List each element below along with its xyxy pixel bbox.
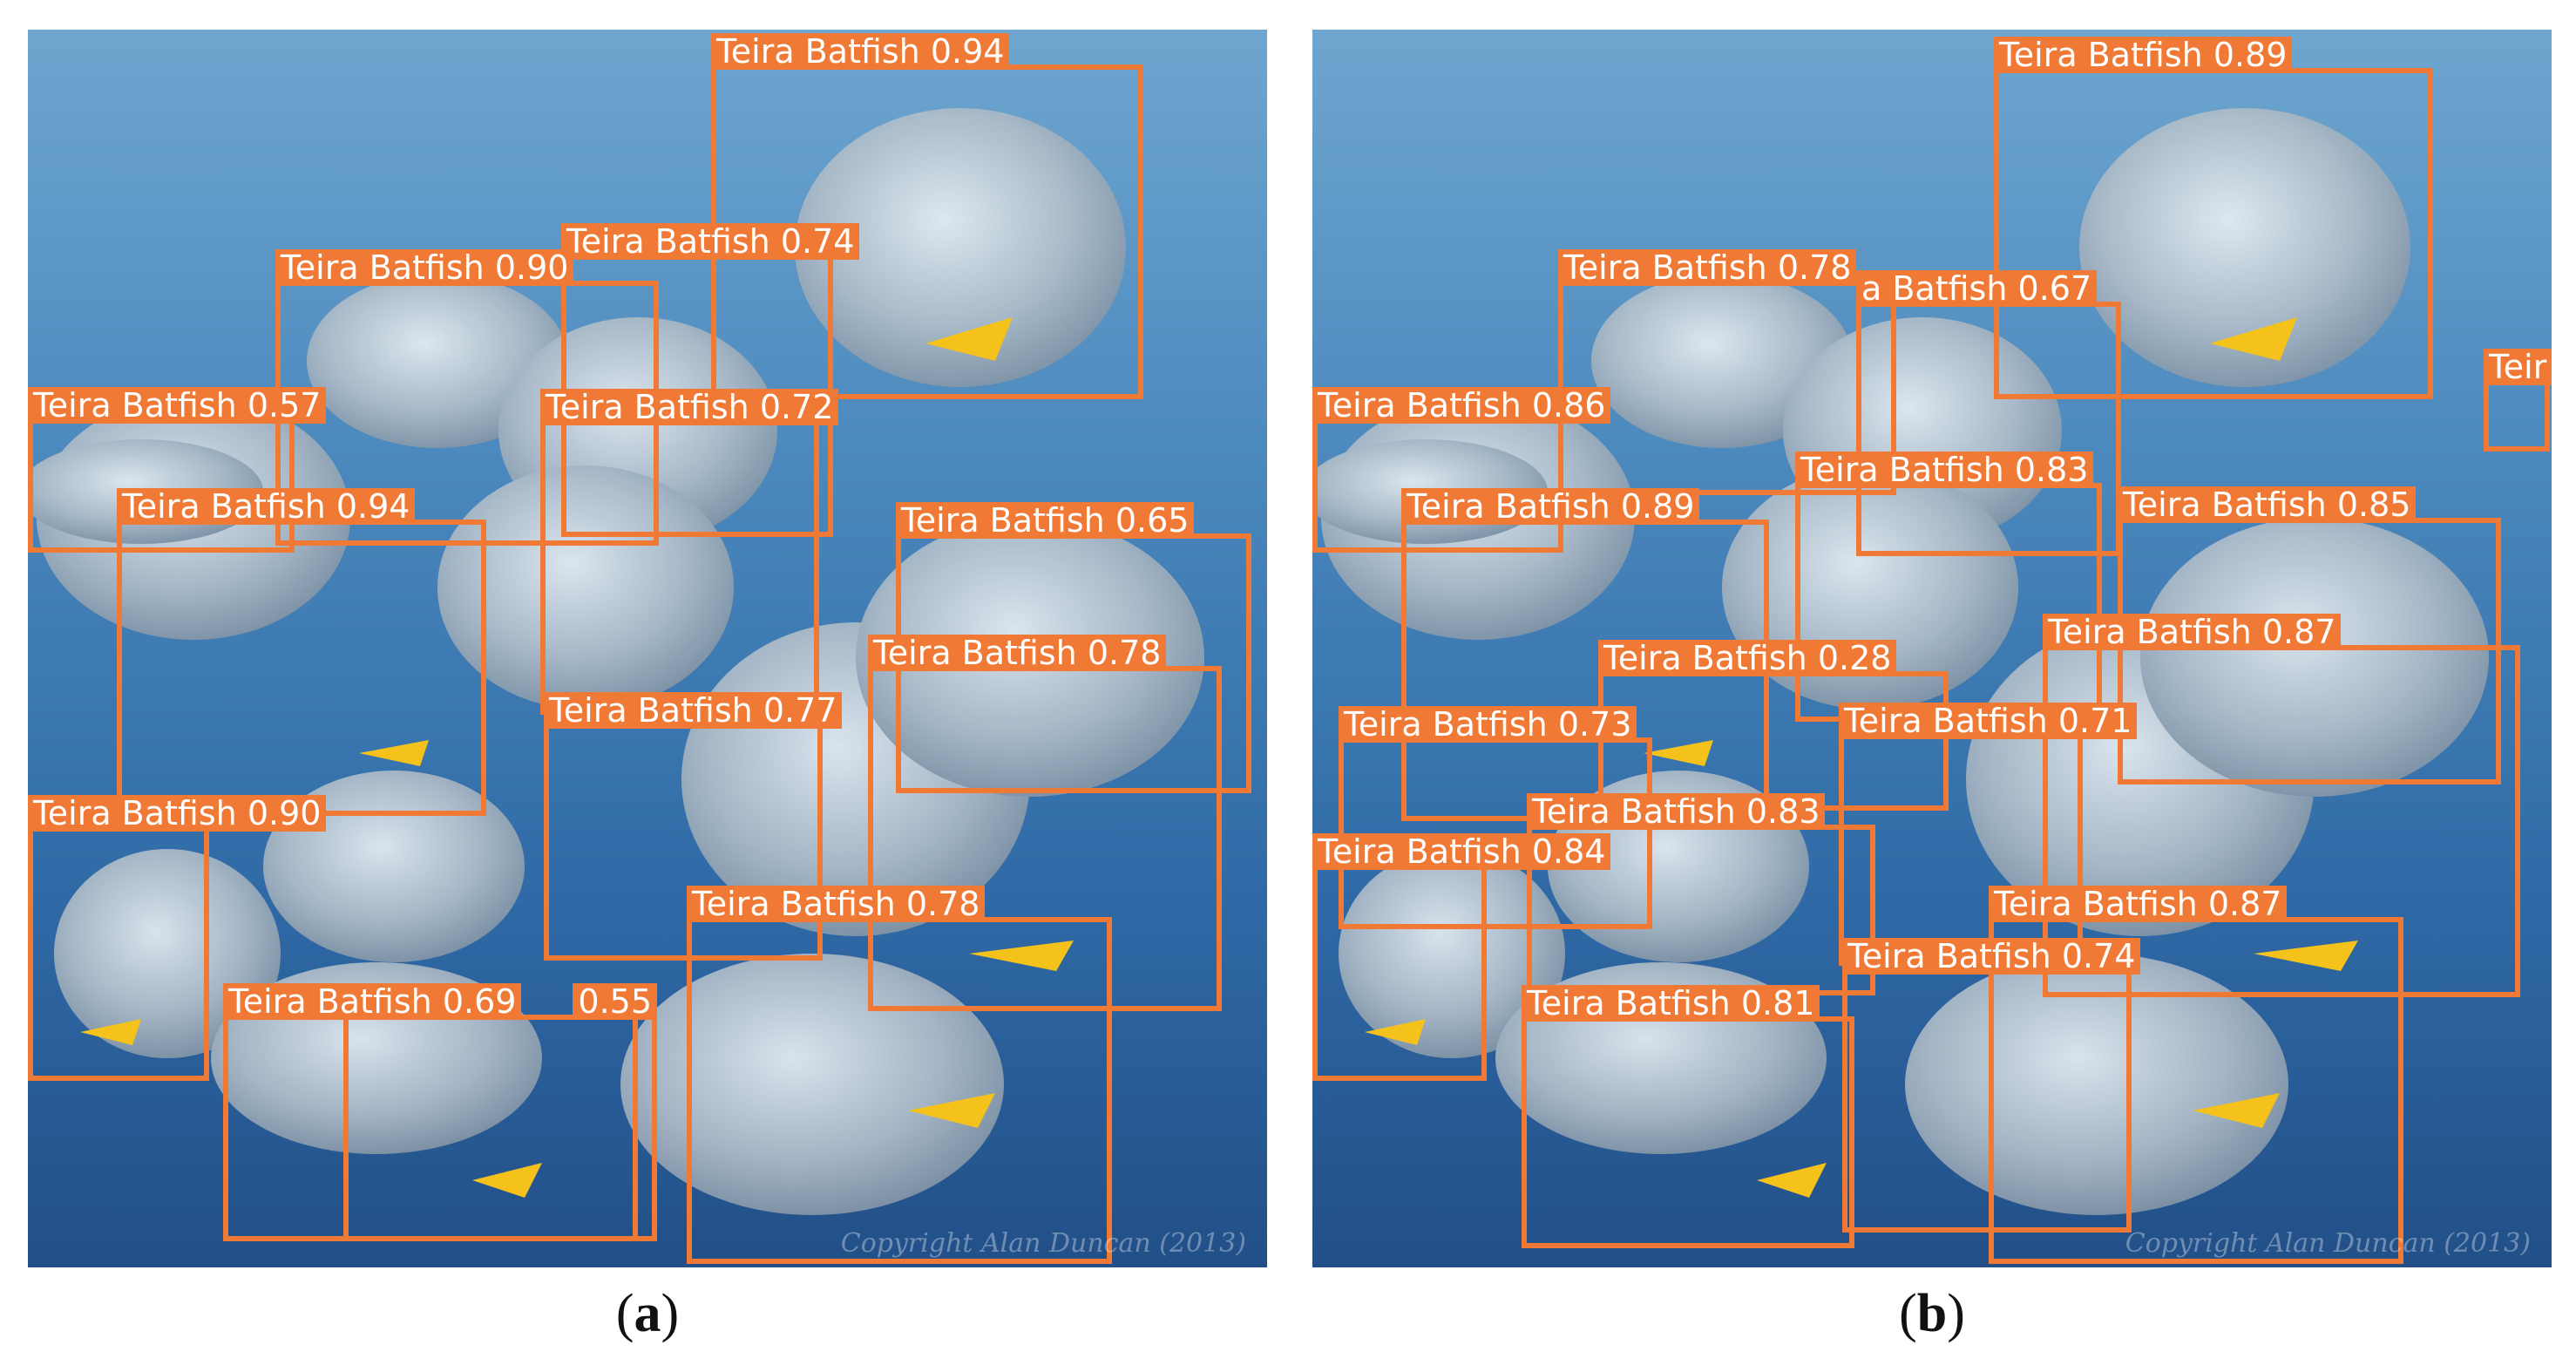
detection-label: Teira Batfish 0.78	[1558, 249, 1857, 286]
detection-box: Teira Batfish 0.74	[561, 223, 860, 537]
detection-label: Teira Batfish 0.74	[561, 223, 860, 260]
detection-box: Teira Batfish 0.86	[1312, 387, 1611, 553]
detection-label: Teira Batfish 0.78	[868, 635, 1167, 671]
detection-box: Teira Batfish 0.74	[1842, 938, 2141, 1233]
caption-letter: a	[634, 1284, 661, 1343]
detection-label: Teira Batfish 0.94	[711, 33, 1010, 70]
detection-box: Teira Batfish 0.90	[28, 795, 327, 1081]
detection-label: Teira Batfish 0.83	[1795, 452, 2094, 488]
detection-label: Teira Batfish 0.84	[1312, 833, 1611, 870]
detection-label: Teira Batfish 0.69	[223, 983, 522, 1020]
detection-box: Teir	[2484, 349, 2552, 452]
detection-label: Teira Batfish 0.87	[1989, 886, 2288, 922]
detection-label: Teira Batfish 0.90	[275, 249, 574, 286]
detection-label: Teira Batfish 0.78	[687, 886, 986, 922]
detection-label: Teira Batfish 0.57	[28, 387, 327, 424]
detection-box: Teira Batfish 0.71	[1839, 703, 2138, 966]
detection-label: 0.55	[573, 983, 657, 1020]
detection-label: Teira Batfish 0.85	[2118, 486, 2417, 523]
detection-box: Teira Batfish 0.78	[868, 635, 1222, 1011]
caption-letter: b	[1916, 1284, 1948, 1343]
detection-box: Teira Batfish 0.94	[117, 488, 486, 816]
detection-box: 0.55	[343, 983, 657, 1241]
detection-box: Teira Batfish 0.65	[896, 502, 1251, 793]
detection-label: Teira Batfish 0.71	[1839, 703, 2138, 739]
detection-label: Teira Batfish 0.81	[1522, 985, 1820, 1022]
watermark: Copyright Alan Duncan (2013)	[840, 1228, 1246, 1259]
detection-label: Teira Batfish 0.77	[544, 692, 843, 729]
detection-box: Teira Batfish 0.77	[544, 692, 843, 961]
detection-label: Teira Batfish 0.28	[1598, 640, 1897, 676]
caption-a: (a)	[615, 1284, 680, 1343]
detection-box: Teira Batfish 0.89	[1994, 37, 2433, 399]
detection-label: Teira Batfish 0.87	[2043, 614, 2342, 650]
detection-box: Teira Batfish 0.81	[1522, 985, 1854, 1248]
detection-label: a Batfish 0.67	[1856, 270, 2098, 307]
detection-box: Teira Batfish 0.83	[1795, 452, 2102, 722]
detection-label: Teir	[2484, 349, 2552, 385]
detection-label: Teira Batfish 0.90	[28, 795, 327, 832]
detection-label: Teira Batfish 0.73	[1339, 706, 1637, 743]
caption-b: (b)	[1899, 1284, 1965, 1343]
detection-label: Teira Batfish 0.74	[1842, 938, 2141, 975]
detection-image-b: Teira Batfish 0.89 Teira Batfish 0.78 a …	[1312, 30, 2552, 1267]
detection-box: Teira Batfish 0.84	[1312, 833, 1611, 1081]
detection-box: Teira Batfish 0.87	[2043, 614, 2520, 997]
detection-box: a Batfish 0.67	[1856, 270, 2121, 556]
detection-image-a: Teira Batfish 0.94 Teira Batfish 0.74 Te…	[28, 30, 1267, 1267]
detection-label: Teira Batfish 0.89	[1401, 488, 1700, 525]
detection-label: Teira Batfish 0.94	[117, 488, 416, 525]
detection-label: Teira Batfish 0.83	[1527, 793, 1826, 830]
detection-label: Teira Batfish 0.72	[540, 389, 839, 425]
watermark: Copyright Alan Duncan (2013)	[2125, 1228, 2531, 1259]
detection-label: Teira Batfish 0.89	[1994, 37, 2293, 73]
detection-box: Teira Batfish 0.85	[2118, 486, 2501, 784]
detection-box: Teira Batfish 0.57	[28, 387, 327, 553]
detection-label: Teira Batfish 0.65	[896, 502, 1195, 539]
detection-box: Teira Batfish 0.72	[540, 389, 839, 715]
detection-label: Teira Batfish 0.86	[1312, 387, 1611, 424]
detection-box: Teira Batfish 0.78	[687, 886, 1112, 1264]
detection-box: Teira Batfish 0.87	[1989, 886, 2403, 1264]
